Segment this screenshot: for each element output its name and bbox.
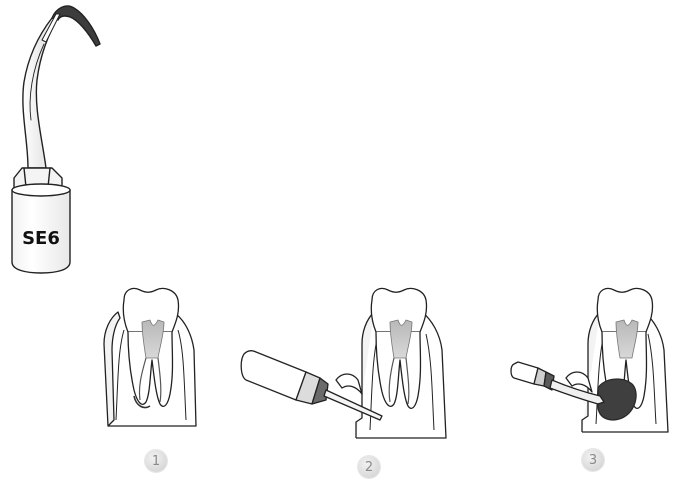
syringe-barrel [241,351,306,400]
panel-2-tooth [336,288,446,438]
bone-outline [104,312,120,426]
retrograde-filling [598,379,636,420]
panel-1-tooth [104,288,196,426]
panel-3-tooth [566,288,668,432]
step-badge-2: 2 [358,456,380,478]
step-badge-1: 1 [145,450,167,472]
syringe-needle [324,390,382,420]
tip-model-label: SE6 [22,228,60,249]
tip-working-end [52,6,100,46]
syringe [241,351,382,420]
gingival-flap [336,374,362,394]
step-badge-3: 3 [582,449,604,471]
handpiece-body [511,362,538,384]
tip-shank [23,14,60,168]
